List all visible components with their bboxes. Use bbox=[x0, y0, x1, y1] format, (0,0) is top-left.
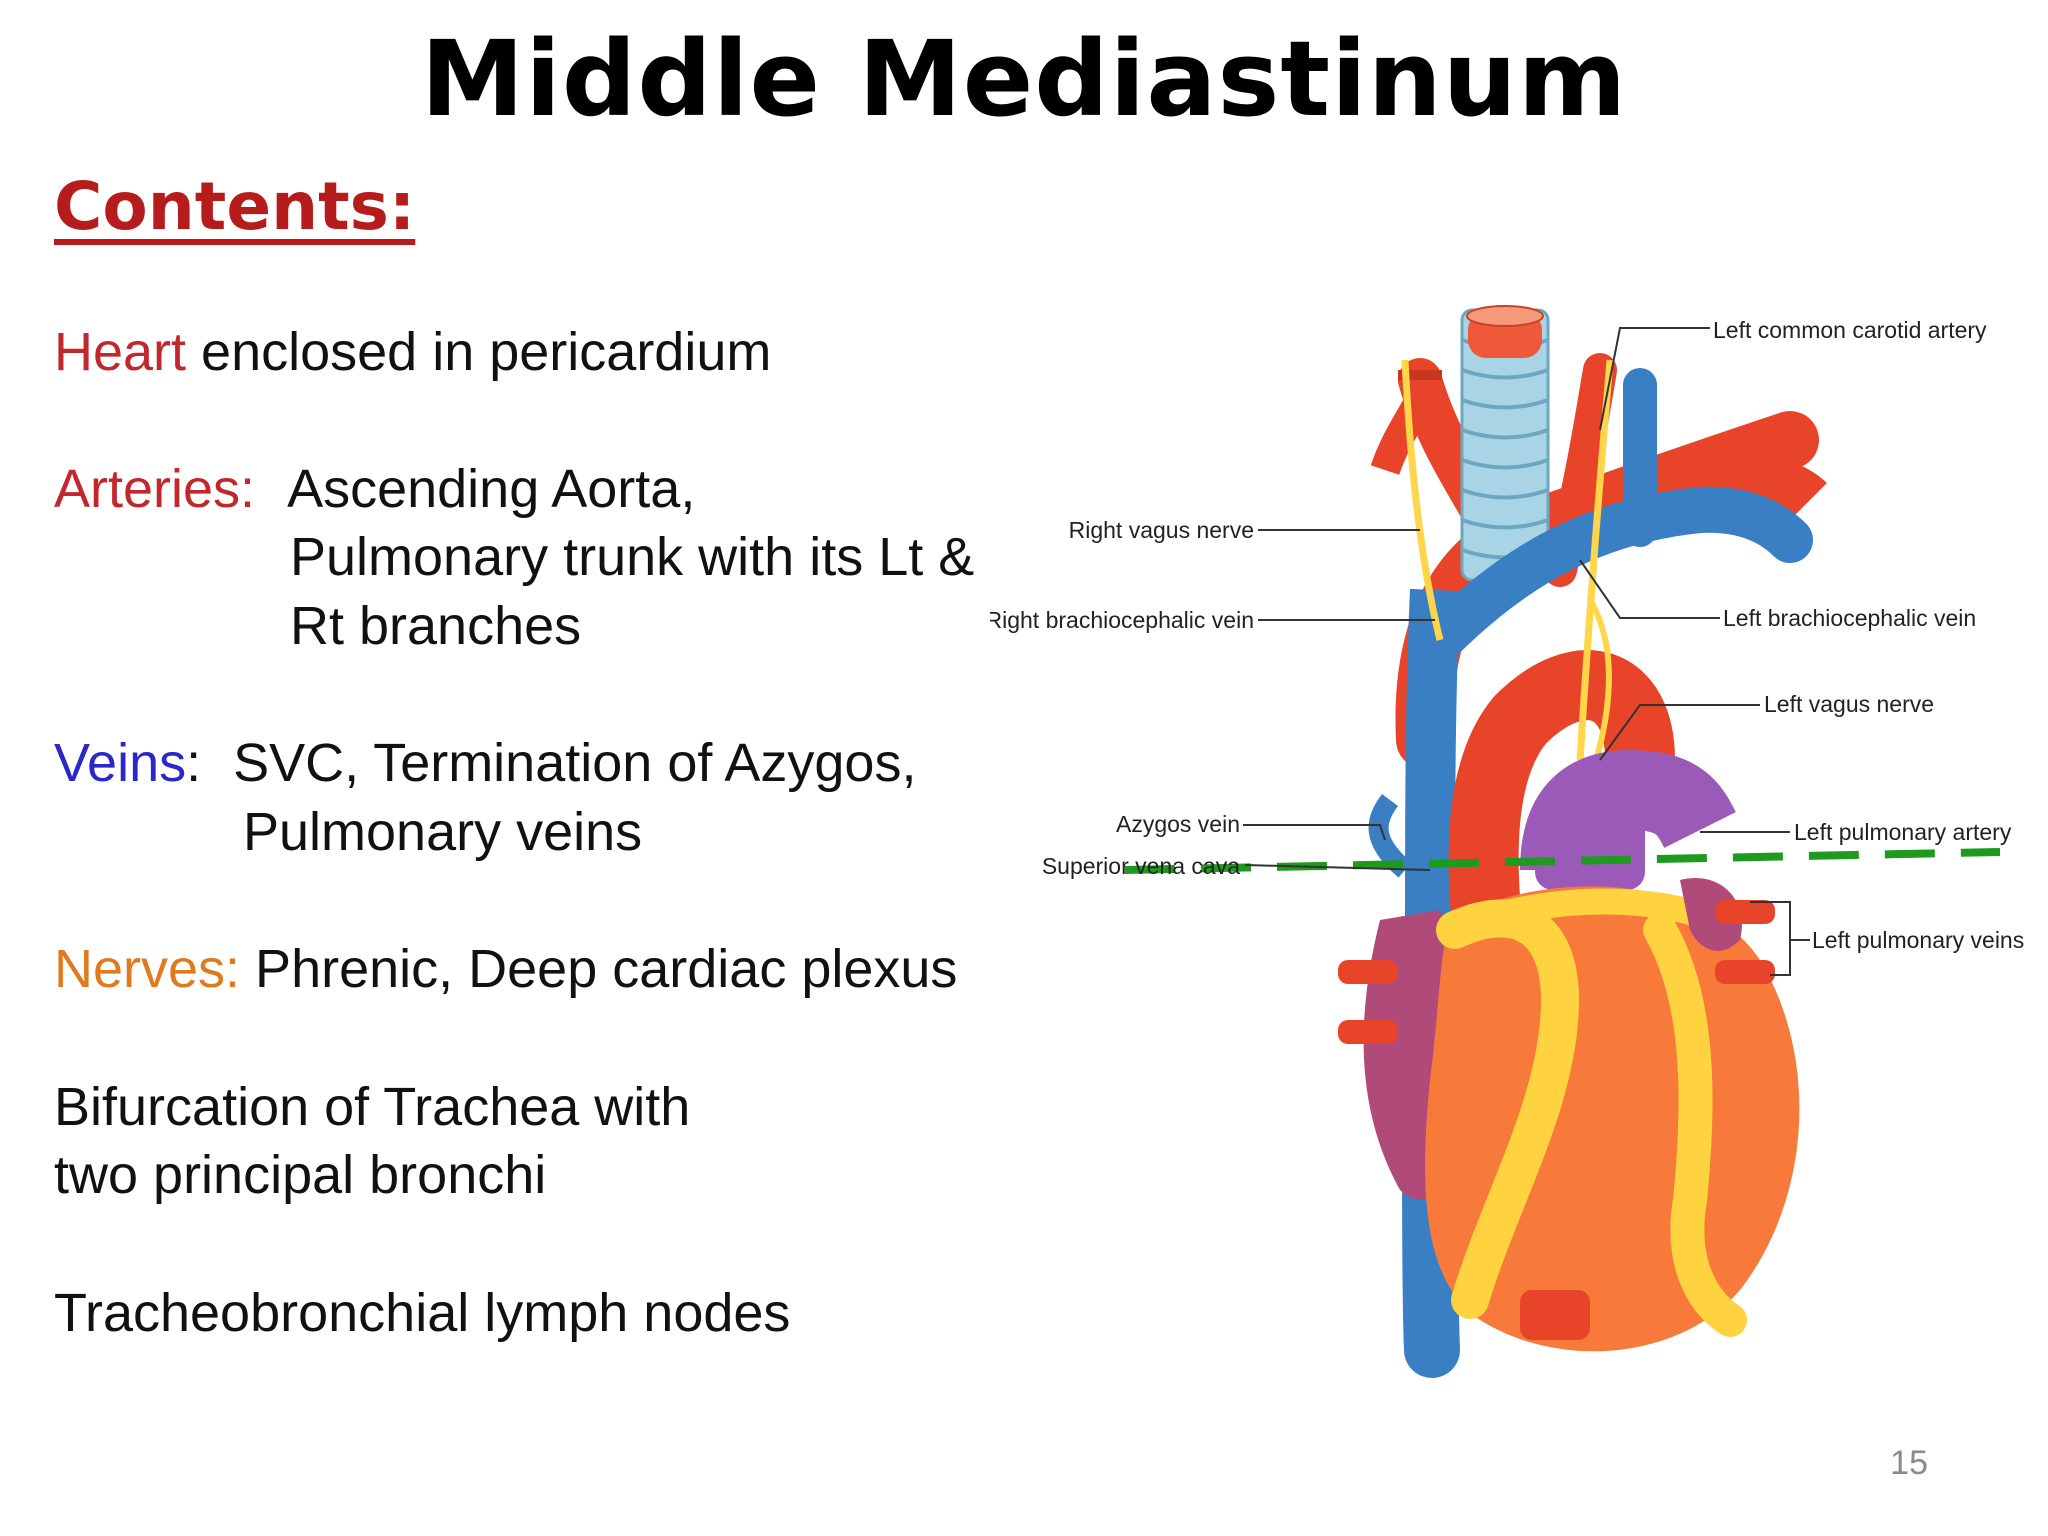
veins-item-1: SVC, Termination of Azygos, bbox=[233, 733, 917, 793]
leader-lines bbox=[1243, 327, 1810, 976]
label-superior-vena-cava: Superior vena cava bbox=[1042, 853, 1240, 879]
heart-text: enclosed in pericardium bbox=[186, 322, 772, 382]
veins-line-1: Veins: SVC, Termination of Azygos, bbox=[54, 733, 917, 793]
heart-line: Heart enclosed in pericardium bbox=[54, 322, 772, 382]
trachea-line-1: Bifurcation of Trachea with bbox=[54, 1077, 691, 1137]
arteries-line-3: Rt branches bbox=[290, 596, 582, 656]
slide-title: Middle Mediastinum bbox=[420, 18, 1628, 140]
page-number: 15 bbox=[1890, 1444, 1928, 1482]
arteries-key: Arteries: bbox=[54, 459, 256, 519]
veins-colon: : bbox=[186, 733, 202, 793]
dashed-plane-line bbox=[1124, 848, 2001, 874]
nerves-text: Phrenic, Deep cardiac plexus bbox=[240, 939, 958, 999]
label-right-vagus-nerve: Right vagus nerve bbox=[1069, 517, 1254, 543]
veins-key: Veins bbox=[54, 733, 187, 793]
arteries-item-1: Ascending Aorta, bbox=[287, 459, 696, 519]
label-right-brachiocephalic-vein: Right brachiocephalic vein bbox=[990, 607, 1254, 633]
heart-illustration: Left common carotid artery Right vagus n… bbox=[990, 305, 2024, 1378]
heart-key: Heart bbox=[54, 322, 187, 382]
label-left-pulmonary-veins: Left pulmonary veins bbox=[1812, 927, 2024, 953]
lymph-line: Tracheobronchial lymph nodes bbox=[54, 1283, 791, 1343]
label-left-common-carotid-artery: Left common carotid artery bbox=[1713, 317, 1987, 343]
arteries-line-1: Arteries: Ascending Aorta, bbox=[54, 459, 696, 519]
arteries-line-2: Pulmonary trunk with its Lt & bbox=[290, 527, 975, 587]
heart-body bbox=[1338, 305, 1827, 1378]
label-azygos-vein: Azygos vein bbox=[1116, 811, 1240, 837]
trachea-line-2: two principal bronchi bbox=[54, 1145, 547, 1205]
nerves-line: Nerves: Phrenic, Deep cardiac plexus bbox=[54, 939, 958, 999]
veins-line-2: Pulmonary veins bbox=[243, 802, 643, 862]
label-left-pulmonary-artery: Left pulmonary artery bbox=[1794, 819, 2012, 845]
contents-heading: Contents: bbox=[54, 168, 416, 245]
label-left-brachiocephalic-vein: Left brachiocephalic vein bbox=[1723, 605, 1976, 631]
nerves-key: Nerves: bbox=[54, 939, 241, 999]
label-left-vagus-nerve: Left vagus nerve bbox=[1764, 691, 1934, 717]
